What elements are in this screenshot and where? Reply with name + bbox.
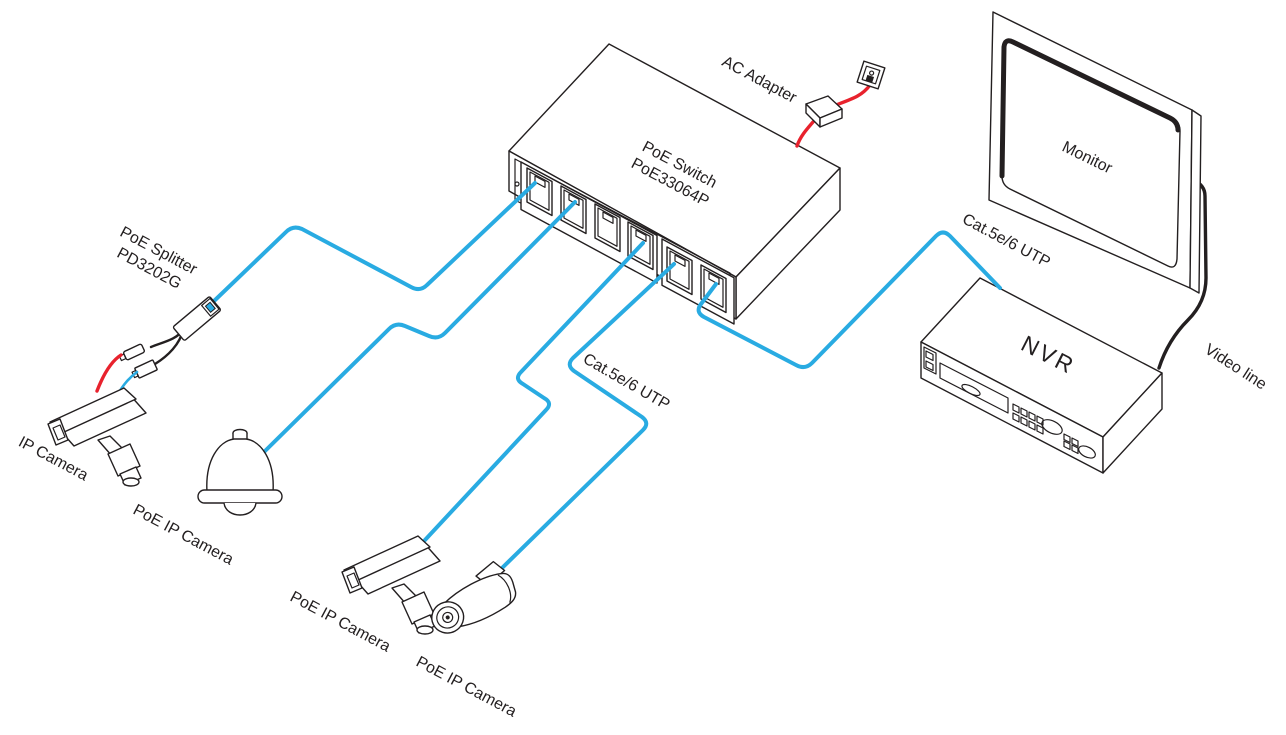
poe-ip-camera-bullet-label: PoE IP Camera: [413, 653, 519, 720]
nvr-dvd-slot: [939, 362, 1009, 414]
nvr: [920, 277, 1163, 474]
wall-outlet: [856, 60, 886, 90]
splitter-lan-plug: [131, 359, 158, 379]
poe-box-camera: [341, 535, 441, 635]
monitor: [988, 11, 1202, 294]
power-cord-switch-segment: [795, 120, 815, 148]
cable-port4-to-box-camera: [423, 241, 645, 542]
splitter-power-plug: [118, 343, 146, 362]
dome-camera: [197, 428, 283, 516]
poe-switch: [508, 43, 841, 325]
switch-port-3: [594, 203, 621, 253]
switch-led: [514, 181, 520, 187]
poe-splitter: [95, 296, 221, 405]
cable-port5-to-bullet-camera: [498, 262, 676, 572]
power-cord-outlet-segment: [834, 83, 872, 107]
cable-port2-to-dome-camera: [262, 200, 577, 454]
monitor-frame-side: [1189, 109, 1202, 294]
cable-port1-to-splitter: [211, 181, 537, 304]
ac-adapter-label: AC Adapter: [719, 53, 800, 107]
bullet-camera: [431, 560, 517, 634]
ac-adapter-box: [805, 95, 843, 128]
poe-ip-camera-dome-label: PoE IP Camera: [130, 501, 236, 568]
video-line-cable: [1157, 178, 1208, 370]
nvr-button-grid: [1012, 403, 1044, 435]
video-line-label: Video line: [1201, 341, 1269, 393]
cable-port6-to-nvr: [696, 230, 1002, 370]
power-feed: [795, 60, 886, 148]
nvr-jog-dial: [1041, 419, 1063, 435]
switch-port-2: [560, 185, 587, 235]
poe-ip-camera-box-label: PoE IP Camera: [287, 588, 393, 655]
splitter-power-wire: [95, 353, 123, 393]
nvr-right-face: [1102, 372, 1163, 474]
